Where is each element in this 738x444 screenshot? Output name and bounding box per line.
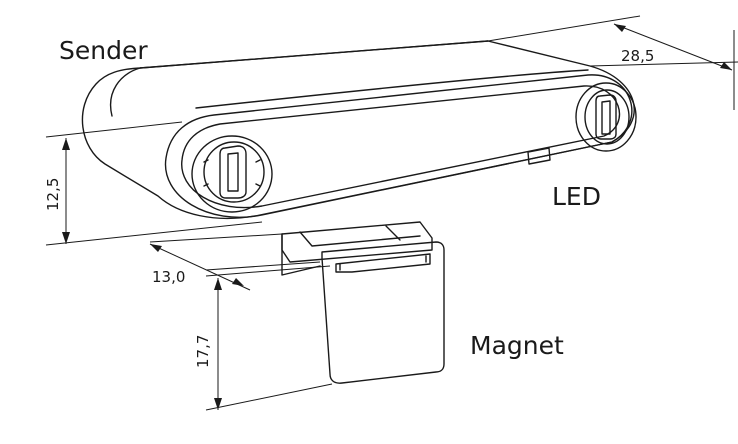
dimension-magnet-height-label: 17,7 <box>194 334 212 368</box>
sender-housing <box>81 40 637 220</box>
led-label: LED <box>552 182 601 211</box>
dimension-magnet-width <box>149 233 321 291</box>
magnet-body <box>281 221 445 384</box>
magnet-label: Magnet <box>470 331 564 360</box>
sender-label: Sender <box>59 36 148 65</box>
dimension-height-label: 12,5 <box>44 177 62 211</box>
left-knob-icon <box>191 135 273 213</box>
led-window-icon <box>527 147 551 165</box>
dimension-depth-label: 28,5 <box>621 47 655 65</box>
dimension-depth <box>487 15 738 110</box>
dimension-magnet-width-label: 13,0 <box>152 268 186 286</box>
dimension-magnet-height <box>205 265 333 411</box>
dimension-height <box>45 121 263 246</box>
right-knob-icon <box>575 82 637 152</box>
